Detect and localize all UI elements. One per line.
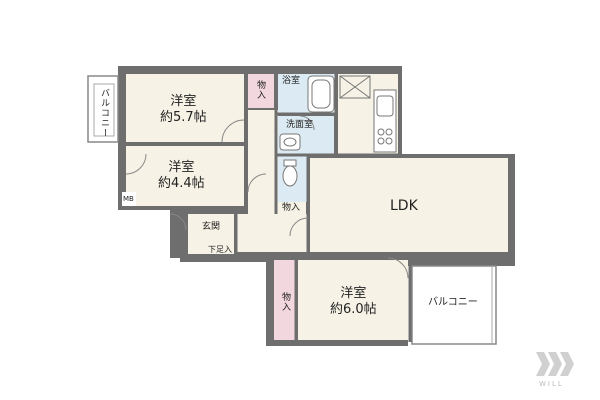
toilet-tank <box>283 159 297 167</box>
ldk-label: LDK <box>390 198 418 214</box>
western-room-1-label: 洋室 約5.7帖 <box>160 94 207 126</box>
fridge-cross-2 <box>339 75 371 99</box>
entrance-floor <box>188 214 234 254</box>
balconies <box>87 75 497 345</box>
washbasin-bowl <box>283 137 297 147</box>
balcony-left-inner <box>93 83 115 137</box>
western-room-3-name: 洋室 <box>340 286 367 301</box>
western-room-1-size: 約5.7帖 <box>160 110 207 125</box>
floor-areas <box>122 74 508 340</box>
brand-name: WILL <box>539 380 564 388</box>
kitchen-counter <box>373 89 397 153</box>
bath-label: 浴室 <box>282 76 301 86</box>
balcony-left <box>87 75 119 143</box>
shoe-storage-label: 下足入 <box>208 245 232 254</box>
closet-vertical-label: 物入 <box>280 292 290 312</box>
stove-burner-1 <box>377 128 385 136</box>
bathtub <box>307 75 335 113</box>
balcony-right-label: バルコニー <box>428 297 478 308</box>
western-room-3-size: 約6.0帖 <box>330 302 377 317</box>
refrigerator-space <box>339 75 371 99</box>
interior-walls <box>126 74 412 342</box>
washbasin <box>279 133 301 151</box>
hallway-lower-floor <box>236 214 308 252</box>
western-room-3-floor <box>298 260 408 340</box>
western-room-1-name: 洋室 <box>170 94 197 109</box>
closet-toilet-label: 物入 <box>282 203 301 213</box>
western-room-2-size: 約4.4帖 <box>158 176 205 191</box>
western-room-2-label: 洋室 約4.4帖 <box>158 160 205 192</box>
stove-burner-3 <box>377 137 385 145</box>
balcony-left-label: バルコニー <box>99 88 109 138</box>
washroom-label: 洗面室 <box>286 120 314 130</box>
mb-floor <box>122 192 136 206</box>
closet-top-label: 物入 <box>255 80 265 100</box>
closet-toilet-floor <box>278 202 306 214</box>
western-room-1-floor <box>126 74 244 142</box>
fixtures <box>279 75 397 187</box>
ldk-floor <box>310 158 508 252</box>
stove-burner-2 <box>385 128 393 136</box>
western-room-2-name: 洋室 <box>168 160 195 175</box>
closet-top-floor <box>248 74 274 108</box>
kitchen-sink <box>376 95 394 117</box>
door-swings <box>125 115 409 279</box>
bathtub-inner <box>311 79 331 109</box>
entrance-label: 玄関 <box>202 222 221 232</box>
western-room-3-label: 洋室 約6.0帖 <box>330 286 377 318</box>
toilet-bowl <box>282 165 298 187</box>
mb-label: MB <box>123 195 134 203</box>
stove-burner-4 <box>385 137 393 145</box>
closet-vertical-floor <box>274 260 296 340</box>
balcony-right <box>411 265 497 345</box>
brand-logo <box>536 352 574 376</box>
